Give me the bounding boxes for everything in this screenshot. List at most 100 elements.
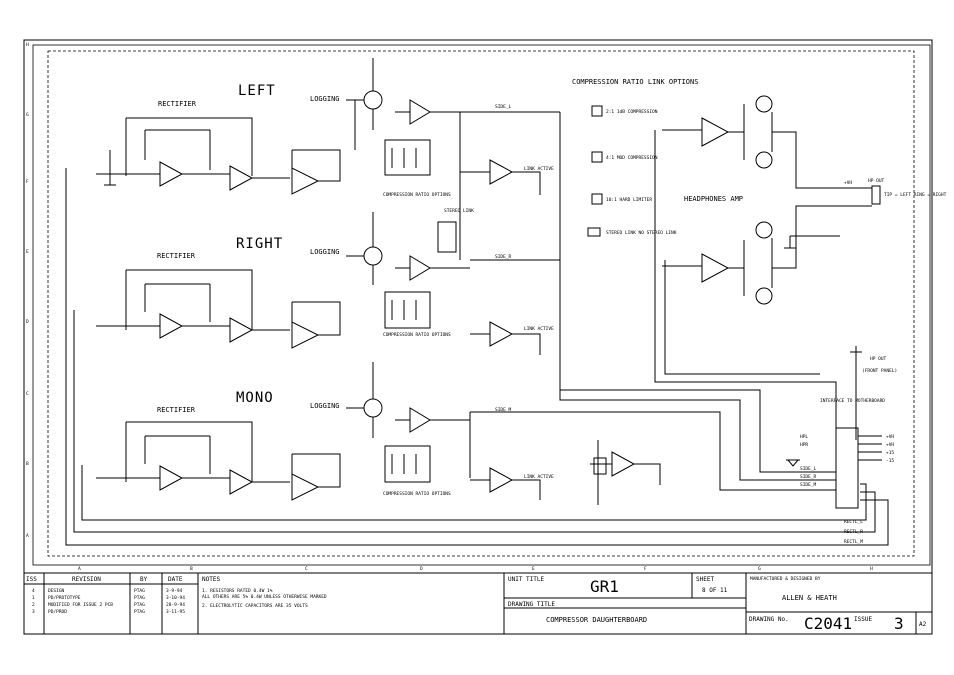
grid-side: H G F E D C B A [26,42,29,539]
sheet-label: SHEET [696,576,714,583]
right-link-active: LINK ACTIVE [524,326,554,332]
left-rectifier-label: RECTIFIER [158,100,197,108]
interface-connector: INTERFACE TO MOTHERBOARD HPL HPR SIDE_L … [786,398,894,545]
grid-top-c: C [305,566,308,572]
hp-out-led-label: HP OUT [870,356,887,362]
grid-side-4: E [26,249,29,255]
grid-side-7: B [26,461,29,467]
note-2: 2. ELECTROLYTIC CAPACITORS ARE 35 VOLTS [202,603,308,609]
supply-1: +VH [886,434,894,440]
drawing-title-label: DRAWING TITLE [508,601,555,608]
rev-iss-1: 4 [32,588,35,594]
grid-top-d: D [420,566,423,572]
mono-section-title: MONO [236,390,274,406]
link-options: COMPRESSION RATIO LINK OPTIONS 2:1 1dB C… [572,78,698,237]
iss-header: ISS [26,576,37,583]
rev-date-2: 3-10-94 [166,595,185,601]
company-name: ALLEN & HEATH [782,594,837,602]
bus-wiring [65,112,889,546]
drawing-title: COMPRESSOR DAUGHTERBOARD [546,616,647,624]
grid-side-2: G [26,112,29,118]
by-header: BY [140,576,148,583]
hp-left-net: +VH [844,180,852,186]
pcb-dashed-outline [47,50,915,557]
sheet-size: A2 [919,621,927,628]
rev-iss-2: 1 [32,595,35,601]
unit-title-label: UNIT TITLE [508,576,545,583]
grid-side-8: A [26,533,29,539]
right-compression-options: COMPRESSION RATIO OPTIONS [383,332,451,338]
sheet-value: 8 OF 11 [702,587,728,594]
supply-3: +15 [886,450,894,456]
link-options-title: COMPRESSION RATIO LINK OPTIONS [572,78,698,86]
rev-text-1: DESIGN [48,588,65,594]
unit-title: GR1 [590,577,619,596]
rev-text-2: PD/PROTOTYPE [48,595,81,601]
rev-by-3: PTAG [134,602,145,608]
pin-side-l: SIDE_L [800,466,817,472]
grid-side-3: F [26,179,29,185]
notes-header: NOTES [202,576,220,583]
headphones-amp-label: HEADPHONES AMP [684,195,743,203]
grid-side-6: C [26,391,29,397]
pin-rectl-m: RECTL_M [844,539,863,545]
link-option-4: STEREO LINK NO STEREO LINK [606,230,677,236]
grid-top-b: B [190,566,193,572]
issue-number: 3 [894,614,904,633]
link-option-3: 10:1 HARD LIMITER [606,197,652,203]
mono-link-active: LINK ACTIVE [524,474,554,480]
note-1: 1. RESISTORS RATED 0.4W 1% [202,588,273,594]
right-channel: RIGHT RECTIFIER LOGGING COMPRESSION RATI… [96,208,560,355]
grid-top-a: A [78,566,81,572]
mono-rectifier-label: RECTIFIER [157,406,196,414]
rev-iss-3: 2 [32,602,35,608]
grid-top-f: F [644,566,647,572]
title-block: ISS REVISION BY DATE NOTES 4 DESIGN PTAG… [23,572,933,635]
date-header: DATE [168,576,183,583]
rev-by-4: PTAG [134,609,145,615]
front-panel-label: (FRONT PANEL) [862,368,897,374]
rev-by-1: PTAG [134,588,145,594]
left-logging-label: LOGGING [310,95,340,103]
drawing-no: C2041 [804,614,852,633]
company-label: MANUFACTURED & DESIGNED BY [750,576,821,582]
rev-iss-4: 3 [32,609,35,615]
link-option-1: 2:1 1dB COMPRESSION [606,109,658,115]
rev-date-4: 3-11-95 [166,609,185,615]
pin-hpl: HPL [800,434,808,440]
grid-top-g: G [758,566,761,572]
left-section-title: LEFT [238,83,276,99]
link-option-2: 4:1 MOD COMPRESSION [606,155,658,161]
pin-side-m: SIDE_M [800,482,817,488]
pin-rectl-r: RECTL_R [844,529,863,535]
grid-top-e: E [532,566,535,572]
rev-date-1: 3-9-94 [166,588,183,594]
mono-channel: MONO RECTIFIER LOGGING COMPRESSION RATIO… [96,362,661,505]
tip-ring-label: TIP = LEFT RING = RIGHT [884,192,947,198]
issue-label: ISSUE [854,616,872,623]
right-logging-label: LOGGING [310,248,340,256]
right-section-title: RIGHT [236,236,283,252]
grid-side-5: D [26,319,29,325]
rev-text-4: PD/PROD [48,609,67,615]
inner-frame [32,44,931,566]
interface-label: INTERFACE TO MOTHERBOARD [820,398,885,404]
stereo-link-label: STEREO LINK [444,208,474,214]
right-rectifier-label: RECTIFIER [157,252,196,260]
mono-side-label: SIDE_M [495,407,512,413]
rev-by-2: PTAG [134,595,145,601]
left-compression-options: COMPRESSION RATIO OPTIONS [383,192,451,198]
headphones-amp: HEADPHONES AMP +VH HP OUT TIP = LEFT RIN… [662,95,947,440]
drawing-no-label: DRAWING No. [749,616,789,623]
left-link-active: LINK ACTIVE [524,166,554,172]
pin-rectl-l: RECTL_L [844,519,863,525]
supply-2: +VH [886,442,894,448]
grid-top-h: H [870,566,873,572]
pin-side-r: SIDE_R [800,474,817,480]
rev-date-3: 28-9-94 [166,602,185,608]
revision-header: REVISION [72,576,101,583]
mono-logging-label: LOGGING [310,402,340,410]
right-side-label: SIDE_R [495,254,512,260]
left-channel: LEFT RECTIFIER LOGGING COMPRESSION RATIO… [96,58,560,260]
